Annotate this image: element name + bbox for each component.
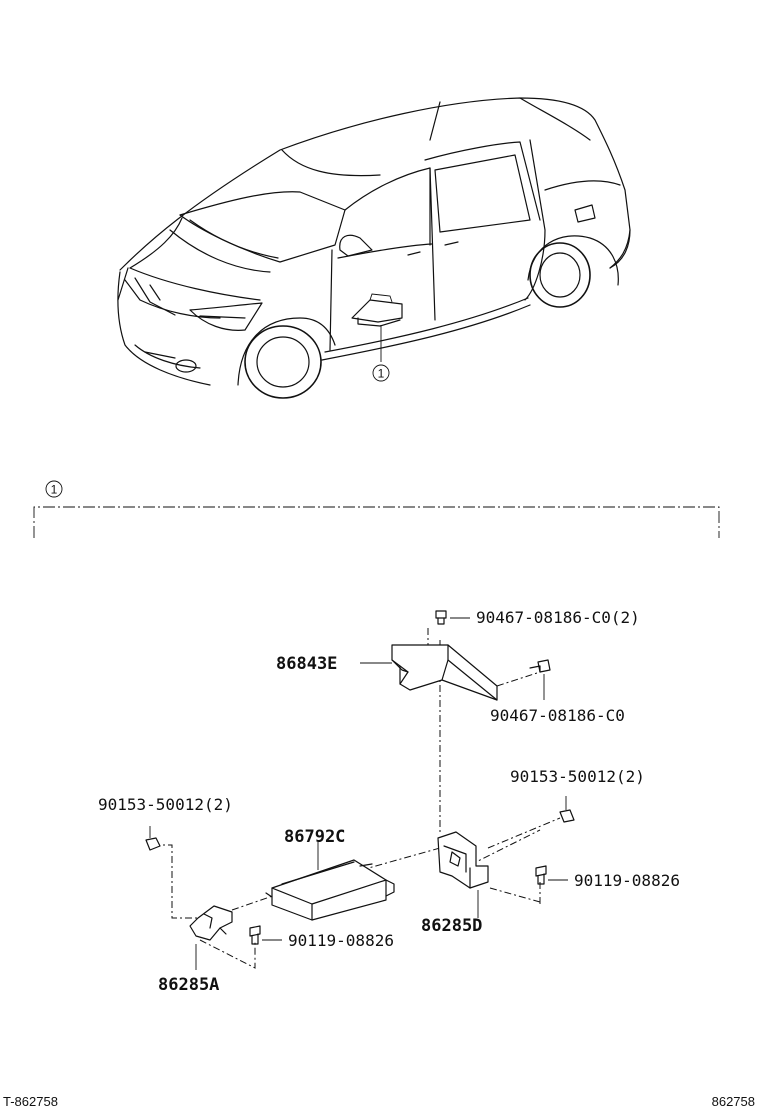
bracket-86843e	[391, 644, 498, 701]
label-bolt-top-left[interactable]: 90467-08186-C0(2)	[476, 608, 640, 627]
vehicle-illustration	[117, 97, 631, 399]
section-frame: 1	[33, 480, 720, 538]
bolt-top-right	[529, 659, 551, 700]
part-labels: 90467-08186-C0(2) 86843E 90467-08186-C0 …	[98, 608, 680, 995]
label-nut-left[interactable]: 90153-50012(2)	[98, 795, 233, 814]
label-nut-right[interactable]: 90153-50012(2)	[510, 767, 645, 786]
footer-right-code: 862758	[712, 1094, 755, 1109]
footer-left-code: T-862758	[3, 1094, 58, 1109]
screw-left	[249, 925, 282, 945]
nut-left	[145, 826, 161, 851]
callout-ref-section: 1	[51, 483, 58, 497]
footer: T-862758 862758	[3, 1094, 755, 1109]
label-bolt-top-right[interactable]: 90467-08186-C0	[490, 706, 625, 725]
label-screw-right[interactable]: 90119-08826	[574, 871, 680, 890]
exploded-view	[145, 610, 575, 970]
screw-right	[535, 865, 568, 885]
ecu-86792c	[265, 842, 395, 921]
callout-marker-vehicle: 1	[372, 364, 390, 382]
bracket-86285a	[189, 905, 233, 970]
callout-ref-vehicle: 1	[378, 367, 385, 381]
label-screw-left[interactable]: 90119-08826	[288, 931, 394, 950]
label-bracket-86285d[interactable]: 86285D	[421, 916, 482, 936]
label-bracket-86285a[interactable]: 86285A	[158, 975, 219, 995]
nut-right	[559, 796, 575, 823]
label-ecu-86792c[interactable]: 86792C	[284, 827, 345, 847]
label-bracket-86843e[interactable]: 86843E	[276, 654, 337, 674]
bolt-top-left	[435, 610, 470, 625]
bracket-86285d	[437, 831, 489, 918]
